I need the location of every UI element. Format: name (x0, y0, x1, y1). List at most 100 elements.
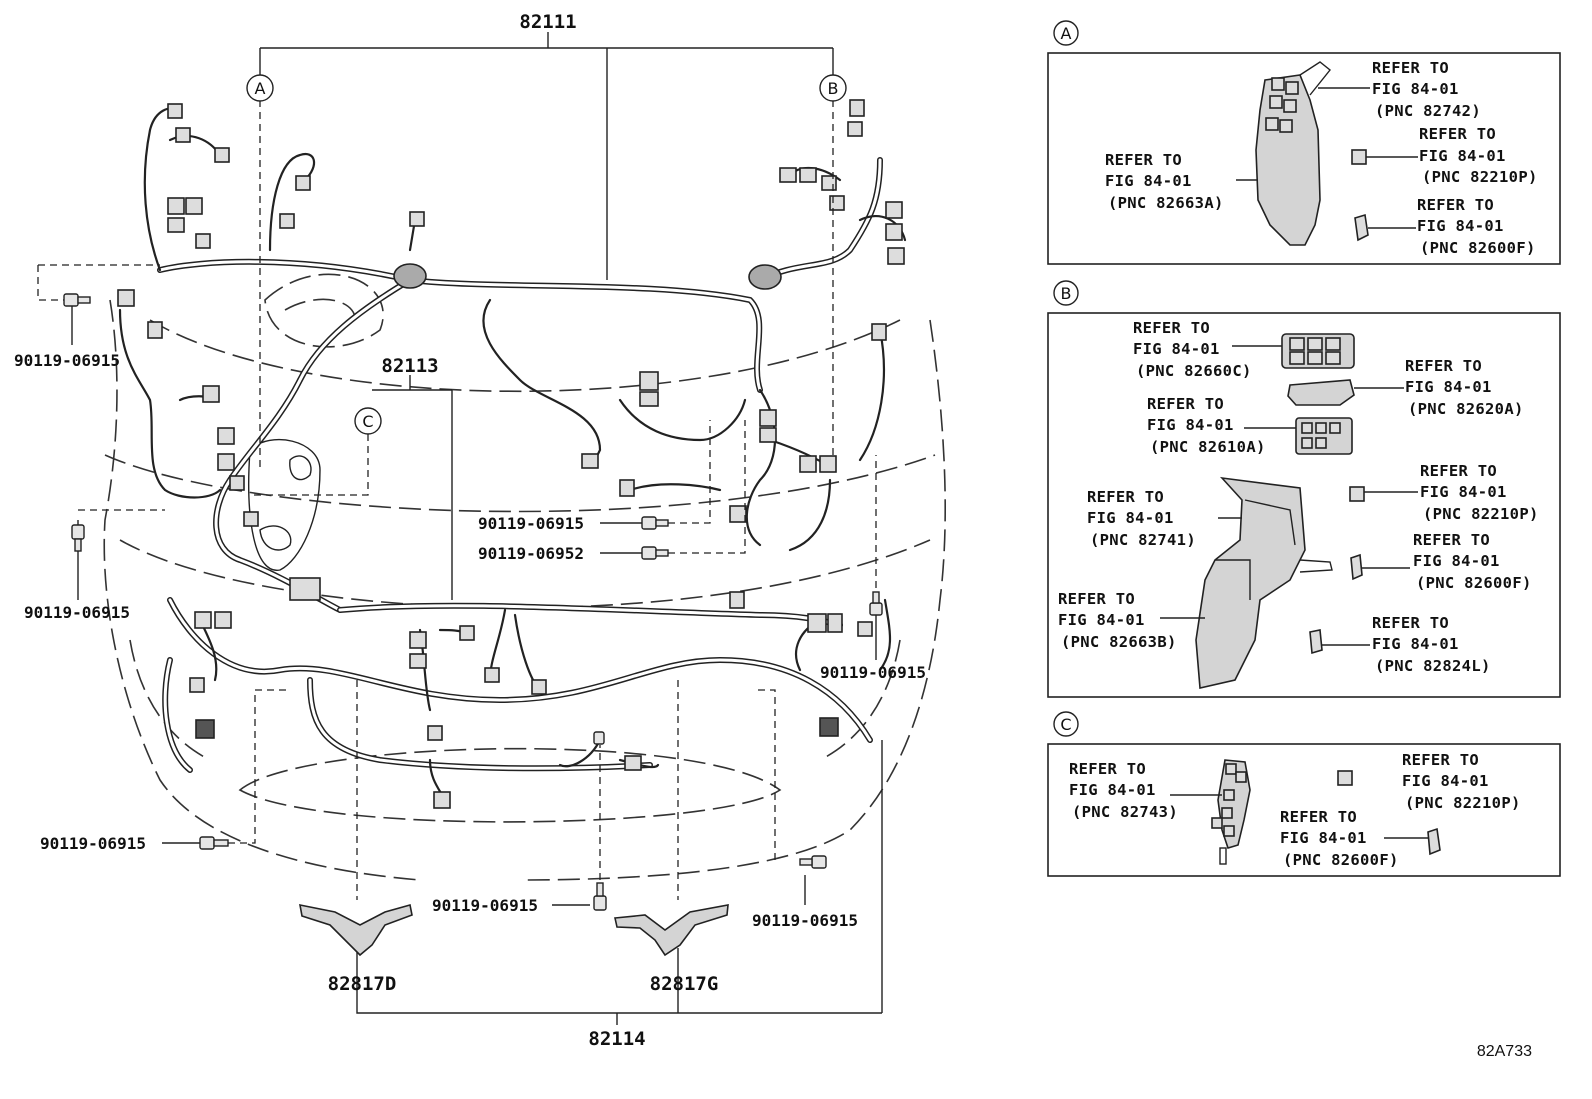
svg-text:(PNC 82610A): (PNC 82610A) (1150, 438, 1266, 456)
svg-text:(PNC 82600F): (PNC 82600F) (1420, 239, 1536, 257)
detail-c-ref-82210p: REFER TO FIG 84-01 (PNC 82210P) (1402, 751, 1521, 812)
detail-a-panel: A REFER TO FIG 84-01 (PNC 82742) REFER T… (1047, 20, 1561, 265)
svg-text:REFER TO: REFER TO (1058, 590, 1135, 608)
svg-text:REFER TO: REFER TO (1402, 751, 1479, 769)
part-number-82113: 82113 (381, 355, 438, 377)
detail-a-ref-82600f: REFER TO FIG 84-01 (PNC 82600F) (1417, 196, 1536, 257)
junction-block-b-icon (1195, 476, 1333, 689)
figure-id: 82A733 (1477, 1043, 1532, 1060)
detail-a-ref-82742: REFER TO FIG 84-01 (PNC 82742) (1372, 59, 1481, 120)
svg-text:REFER TO: REFER TO (1372, 614, 1449, 632)
svg-text:(PNC 82600F): (PNC 82600F) (1283, 851, 1399, 869)
svg-text:FIG 84-01: FIG 84-01 (1087, 509, 1174, 527)
detail-a-marker: A (1061, 24, 1072, 43)
relay-icon (1337, 770, 1353, 786)
engine-bay-detail (248, 438, 321, 571)
bolt-icon (593, 731, 605, 745)
main-drawing: A B C 82111 82113 82114 82817D 82817G 90… (14, 11, 947, 1050)
svg-text:FIG 84-01: FIG 84-01 (1420, 483, 1507, 501)
detail-b-ref-82824l: REFER TO FIG 84-01 (PNC 82824L) (1372, 614, 1491, 675)
svg-text:FIG 84-01: FIG 84-01 (1069, 781, 1156, 799)
detail-b-ref-82741: REFER TO FIG 84-01 (PNC 82741) (1087, 488, 1196, 549)
detail-b-ref-82610a: REFER TO FIG 84-01 (PNC 82610A) (1147, 395, 1266, 456)
bolt-icon (71, 524, 85, 552)
detail-b-ref-82663b: REFER TO FIG 84-01 (PNC 82663B) (1058, 590, 1177, 651)
svg-text:REFER TO: REFER TO (1419, 125, 1496, 143)
bolt-label: 90119-06915 (40, 834, 146, 853)
callout-b: B (819, 74, 847, 102)
bolt-icon (199, 836, 229, 850)
svg-text:(PNC 82660C): (PNC 82660C) (1136, 362, 1252, 380)
bolt-icon (641, 516, 669, 530)
vehicle-body-outline (103, 273, 947, 881)
bolt-icon (869, 591, 883, 616)
svg-text:(PNC 82210P): (PNC 82210P) (1422, 168, 1538, 186)
svg-text:REFER TO: REFER TO (1372, 59, 1449, 77)
svg-text:FIG 84-01: FIG 84-01 (1405, 378, 1492, 396)
svg-text:FIG 84-01: FIG 84-01 (1419, 147, 1506, 165)
callout-c-label: C (362, 412, 373, 431)
svg-text:FIG 84-01: FIG 84-01 (1058, 611, 1145, 629)
harness-main-loop (157, 157, 883, 773)
junction-block-a-icon (1255, 61, 1331, 246)
svg-text:(PNC 82741): (PNC 82741) (1090, 531, 1196, 549)
bolt-icon (63, 293, 91, 307)
bolt-label: 90119-06915 (14, 351, 120, 370)
bracket-82817g-icon (614, 904, 729, 957)
bolt-label: 90119-06952 (478, 544, 584, 563)
svg-text:FIG 84-01: FIG 84-01 (1147, 416, 1234, 434)
relay-block-icon (1281, 333, 1355, 369)
fuse-icon (1427, 827, 1441, 856)
svg-text:REFER TO: REFER TO (1147, 395, 1224, 413)
callout-b-label: B (828, 79, 839, 98)
bolt-label: 90119-06915 (478, 514, 584, 533)
svg-text:FIG 84-01: FIG 84-01 (1280, 829, 1367, 847)
fuse-box-icon (1295, 417, 1353, 455)
brackets (299, 903, 729, 957)
grommets (393, 263, 782, 290)
svg-text:REFER TO: REFER TO (1417, 196, 1494, 214)
bolt-icon (641, 546, 669, 560)
bolt-label: 90119-06915 (24, 603, 130, 622)
detail-a-ref-82210p: REFER TO FIG 84-01 (PNC 82210P) (1419, 125, 1538, 186)
relay-icon (1351, 149, 1367, 165)
svg-text:FIG 84-01: FIG 84-01 (1105, 172, 1192, 190)
grommet-right (748, 264, 782, 290)
callout-a: A (246, 74, 274, 102)
detail-b-panel: B (1047, 280, 1561, 698)
bolt-label: 90119-06915 (432, 896, 538, 915)
fuse-icon (1354, 213, 1369, 242)
svg-text:FIG 84-01: FIG 84-01 (1417, 217, 1504, 235)
relay-icon (1349, 486, 1365, 502)
leader-lines (37, 32, 883, 1025)
svg-text:FIG 84-01: FIG 84-01 (1413, 552, 1500, 570)
svg-text:REFER TO: REFER TO (1133, 319, 1210, 337)
svg-text:(PNC 82743): (PNC 82743) (1072, 803, 1178, 821)
svg-text:(PNC 82620A): (PNC 82620A) (1408, 400, 1524, 418)
svg-text:(PNC 82210P): (PNC 82210P) (1423, 505, 1539, 523)
svg-text:(PNC 82663B): (PNC 82663B) (1061, 633, 1177, 651)
detail-c-panel: C REFER TO FIG 84-01 (PNC 82743) REFER T… (1047, 711, 1561, 877)
bolt-icon (799, 855, 827, 869)
svg-text:FIG 84-01: FIG 84-01 (1372, 80, 1459, 98)
detail-a-ref-82663a: REFER TO FIG 84-01 (PNC 82663A) (1105, 151, 1223, 212)
connector-stack-icon (1211, 759, 1251, 865)
part-number-labels: 82111 82113 82114 82817D 82817G 90119-06… (14, 11, 926, 1050)
grommet-left (393, 263, 427, 289)
fuse-icon (1309, 629, 1323, 655)
svg-text:(PNC 82210P): (PNC 82210P) (1405, 794, 1521, 812)
svg-text:REFER TO: REFER TO (1069, 760, 1146, 778)
svg-text:REFER TO: REFER TO (1280, 808, 1357, 826)
detail-c-marker: C (1060, 715, 1071, 734)
part-number-82111: 82111 (519, 11, 576, 33)
detail-b-ref-82620a: REFER TO FIG 84-01 (PNC 82620A) (1405, 357, 1524, 418)
svg-text:(PNC 82742): (PNC 82742) (1375, 102, 1481, 120)
svg-text:FIG 84-01: FIG 84-01 (1372, 635, 1459, 653)
callout-c: C (354, 407, 382, 435)
bolts (63, 293, 883, 911)
part-number-82817d: 82817D (328, 973, 397, 995)
detail-b-ref-82660c: REFER TO FIG 84-01 (PNC 82660C) (1133, 319, 1252, 380)
detail-b-ref-82600f: REFER TO FIG 84-01 (PNC 82600F) (1413, 531, 1531, 592)
svg-text:(PNC 82824L): (PNC 82824L) (1375, 657, 1491, 675)
